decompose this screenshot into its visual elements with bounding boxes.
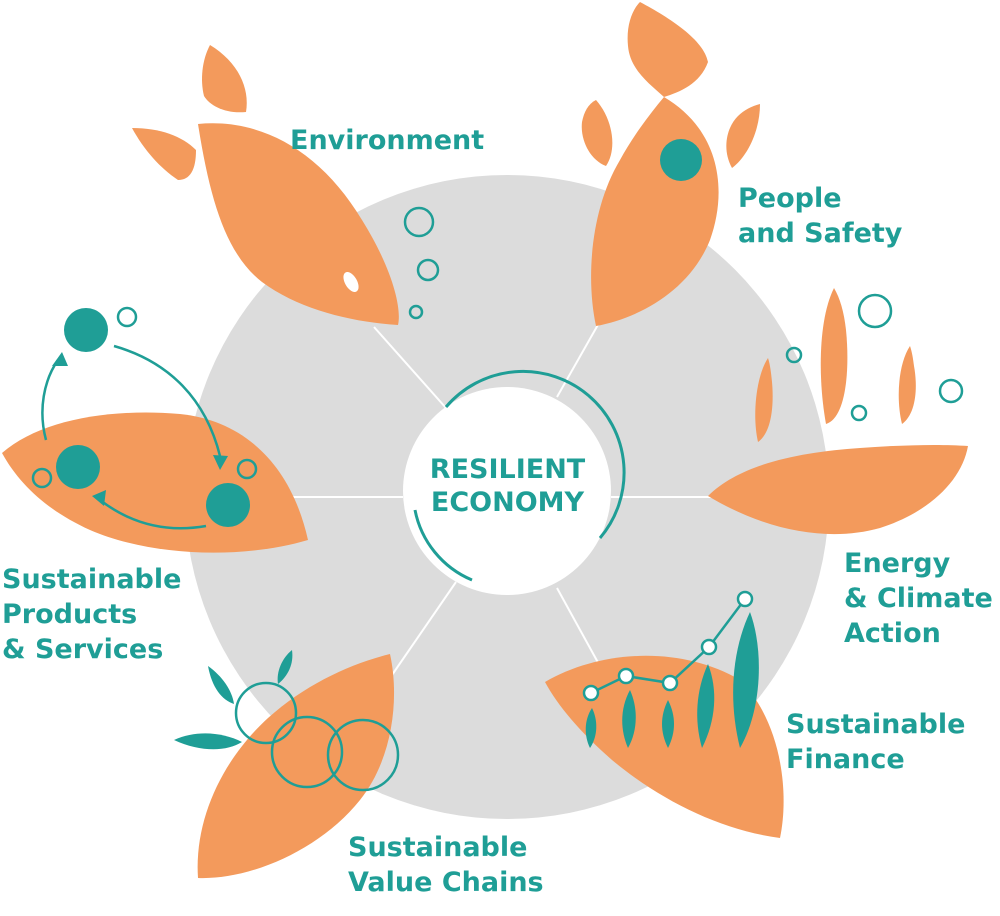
label-sustainable-value-chains: Sustainable Value Chains [348, 830, 544, 900]
energy-climate-bubbles [785, 293, 964, 422]
label-sustainable-products-services: Sustainable Products & Services [2, 562, 181, 667]
label-energy-line1: Energy [844, 548, 951, 579]
label-value-chains-line2: Value Chains [348, 867, 544, 898]
center-circle [403, 387, 611, 595]
label-environment-line1: Environment [290, 125, 485, 156]
label-environment: Environment [290, 123, 484, 158]
center-arc [444, 369, 626, 539]
value-chains-icon [174, 650, 400, 879]
products-services-icon [2, 306, 308, 553]
center-title: RESILIENT ECONOMY [405, 453, 610, 519]
label-energy-line2: & Climate [844, 583, 993, 614]
label-products-line1: Sustainable [2, 564, 182, 595]
label-value-chains-line1: Sustainable [348, 832, 528, 863]
label-sustainable-finance: Sustainable Finance [786, 707, 965, 777]
label-products-line3: & Services [2, 634, 164, 665]
label-products-line2: Products [2, 599, 138, 630]
environment-bubbles [403, 206, 440, 320]
center-arc-lower [413, 509, 473, 582]
sustainable-finance-icon [545, 590, 784, 838]
center-title-line2: ECONOMY [430, 487, 585, 518]
label-people-and-safety: People and Safety [738, 181, 902, 251]
energy-climate-icon [708, 288, 968, 535]
label-finance-line2: Finance [786, 744, 905, 775]
environment-fish-icon [132, 45, 399, 325]
spoke-top-left [373, 326, 447, 409]
label-people-safety-line2: and Safety [738, 218, 903, 249]
label-energy-climate-action: Energy & Climate Action [844, 546, 993, 651]
label-energy-line3: Action [844, 618, 941, 649]
spoke-bottom-left [391, 581, 457, 676]
people-safety-dot [660, 139, 702, 181]
label-people-safety-line1: People [738, 183, 842, 214]
label-finance-line1: Sustainable [786, 709, 966, 740]
center-title-line1: RESILIENT [429, 454, 586, 485]
